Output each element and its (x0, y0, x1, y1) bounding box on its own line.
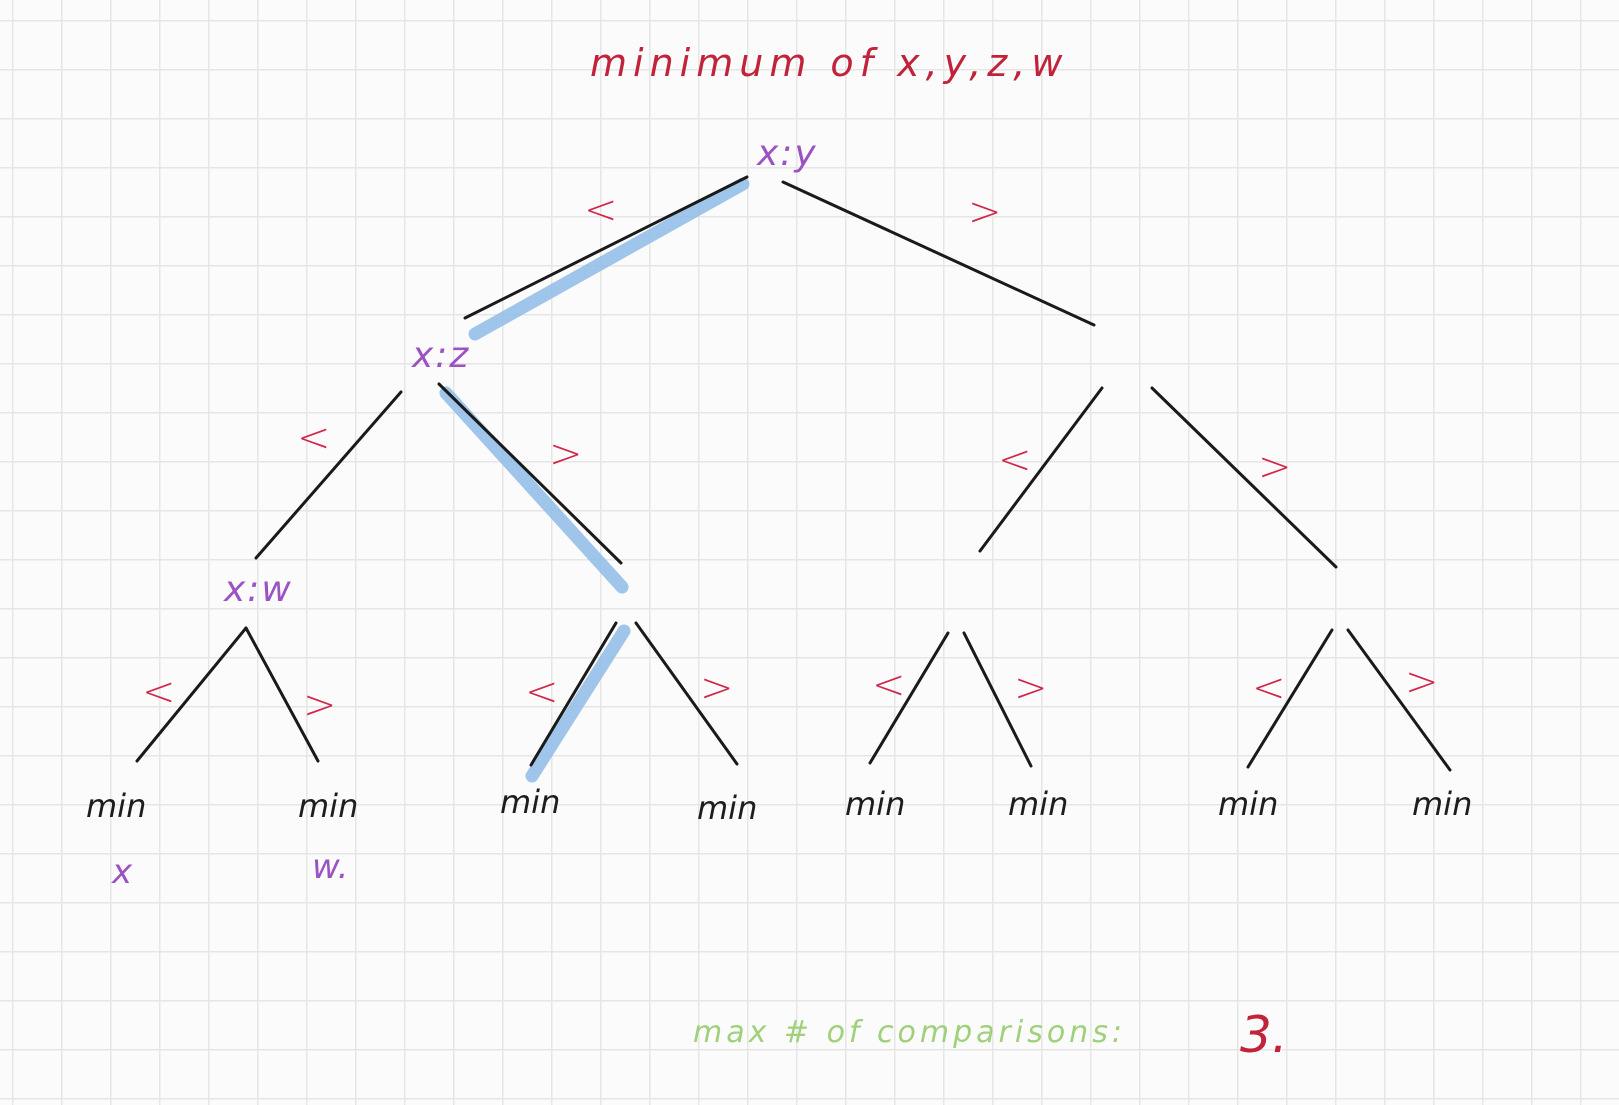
leaf-8: min (1412, 785, 1473, 823)
diagram-title: minimum of x,y,z,w (590, 41, 1069, 85)
sign-less-d: < (1252, 665, 1286, 711)
sign-less-right: < (998, 437, 1032, 483)
leaf-5: min (845, 785, 906, 823)
leaf-6: min (1008, 785, 1069, 823)
footer-value: 3. (1240, 1006, 1288, 1064)
sign-greater-xw: > (303, 682, 337, 728)
sign-less-xw: < (142, 669, 176, 715)
edge-xz-right (437, 382, 623, 565)
sign-greater-c: > (1014, 665, 1048, 711)
node-left: x:z (412, 335, 471, 376)
edge-root-right (781, 180, 1096, 327)
highlight-path (439, 177, 750, 783)
leaf-value-x: x (112, 852, 133, 892)
edge-xw-right (244, 626, 320, 763)
sign-greater-root: > (968, 189, 1002, 235)
footer-label: max # of comparisons: (693, 1015, 1126, 1050)
edge-c-right (962, 631, 1033, 768)
edge-right-right (1150, 386, 1338, 569)
edge-xz-left (254, 390, 403, 560)
edge-d-left (1246, 628, 1334, 769)
leaf-7: min (1218, 785, 1279, 823)
sign-less-xz: < (297, 415, 331, 461)
leaf-3: min (500, 783, 561, 821)
highlight-b-left (525, 624, 631, 783)
node-root: x:y (757, 133, 818, 174)
leaf-4: min (697, 789, 758, 827)
highlight-root-left (468, 177, 750, 341)
sign-greater-d: > (1405, 659, 1439, 705)
tree-edges (135, 175, 1452, 772)
highlight-xz-right (439, 386, 629, 594)
leaf-1: min (86, 787, 147, 825)
edge-d-right (1346, 628, 1452, 772)
edge-c-left (868, 631, 950, 765)
edge-b-right (634, 621, 739, 766)
sign-greater-b: > (700, 665, 734, 711)
edge-b-left (529, 621, 618, 767)
leaf-2: min (298, 787, 359, 825)
edge-xw-left (135, 626, 248, 763)
sign-less-b: < (525, 669, 559, 715)
sign-greater-xz: > (549, 431, 583, 477)
sign-less-root: < (584, 187, 618, 233)
sign-greater-right: > (1258, 444, 1292, 490)
node-left-left: x:w (224, 569, 293, 610)
edge-root-left (463, 175, 749, 320)
sign-less-c: < (872, 662, 906, 708)
leaf-value-w: w. (312, 847, 349, 887)
edge-right-left (978, 386, 1104, 553)
